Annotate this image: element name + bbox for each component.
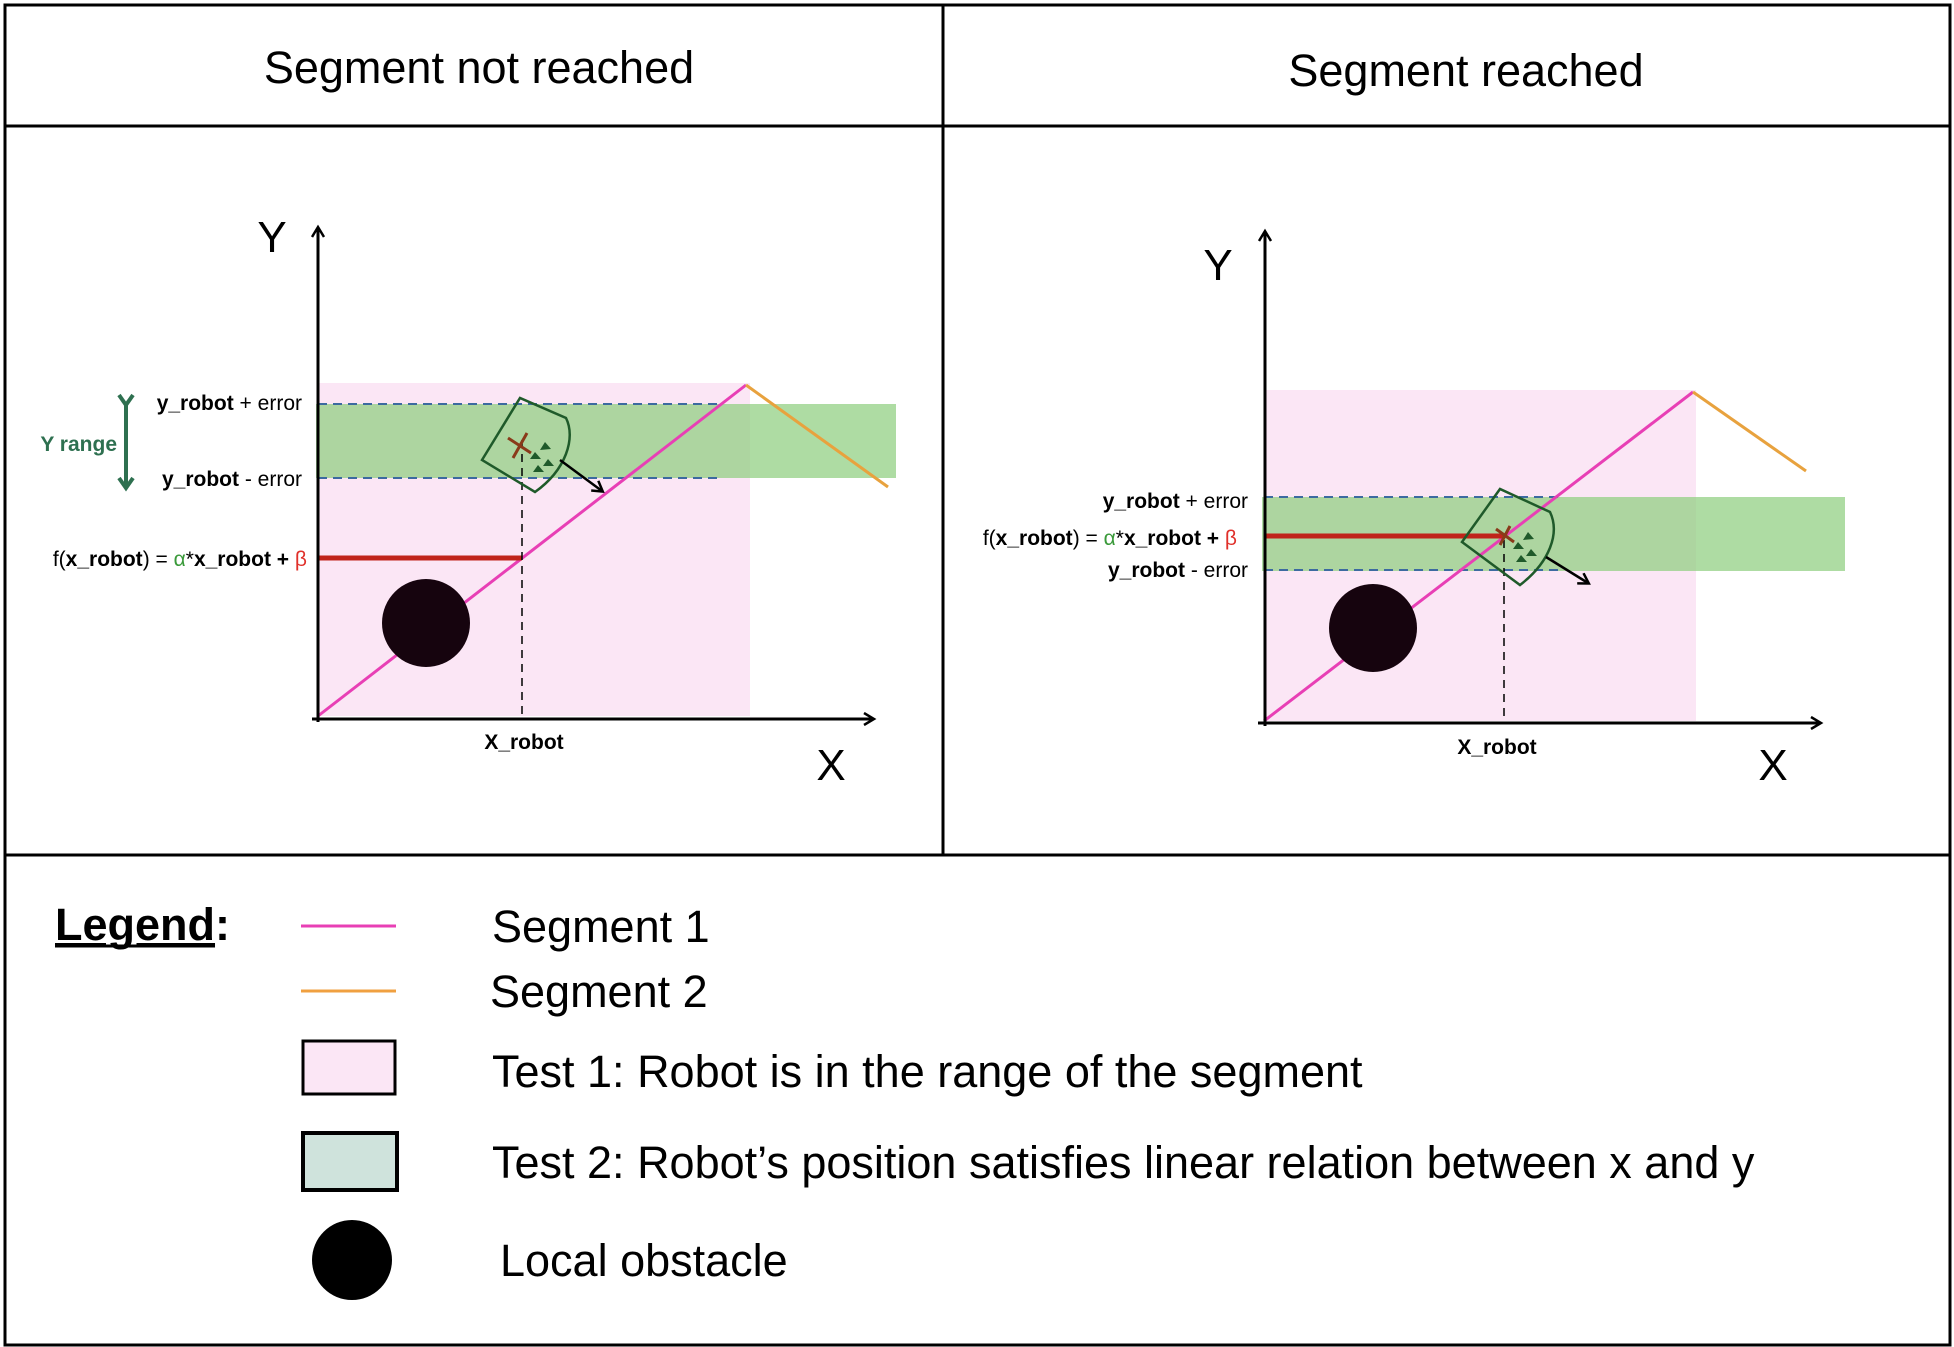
upper-error-label: y_robot + error: [157, 392, 302, 415]
segment-1-line: [317, 383, 747, 718]
f-x-robot-label: f(x_robot) = α*x_robot + β: [53, 548, 307, 571]
segment-2-line: [1692, 390, 1807, 473]
legend-swatch-test-1: [301, 1039, 397, 1096]
x-robot-label: X_robot: [1457, 736, 1536, 759]
legend-label-test-2: Test 2: Robot’s position satisfies linea…: [492, 1137, 1755, 1188]
table-frame: [3, 3, 1952, 1347]
legend-title: Legend:: [55, 899, 230, 950]
left-panel: Y range y_robot + error y_robot - error …: [40, 213, 896, 790]
legend-swatch-obstacle: [312, 1220, 392, 1300]
legend-label-test-1: Test 1: Robot is in the range of the seg…: [492, 1046, 1363, 1097]
robot-icon: [1460, 487, 1588, 587]
legend-label-segment-2: Segment 2: [490, 966, 708, 1017]
segment-2-line: [745, 383, 889, 489]
legend: Legend: Segment 1 Segment 2 Test 1: Robo…: [55, 899, 1755, 1300]
y-range-label: Y range: [40, 433, 117, 456]
y-range-indicator: Y range: [40, 393, 135, 492]
x-robot-label: X_robot: [484, 731, 563, 754]
local-obstacle: [382, 579, 470, 667]
legend-label-obstacle: Local obstacle: [500, 1235, 788, 1286]
y-range-band: [316, 404, 896, 478]
legend-label-segment-1: Segment 1: [492, 901, 710, 952]
header-segment-not-reached: Segment not reached: [264, 42, 694, 93]
y-axis-label: Y: [257, 213, 286, 262]
upper-error-label: y_robot + error: [1103, 490, 1248, 513]
local-obstacle: [1329, 584, 1417, 672]
lower-error-label: y_robot - error: [1108, 559, 1248, 582]
y-axis-label: Y: [1203, 241, 1232, 290]
robot-icon: [480, 396, 602, 494]
x-axis-label: X: [1758, 741, 1787, 790]
legend-swatch-test-2: [301, 1131, 399, 1192]
x-axis-label: X: [816, 741, 845, 790]
lower-error-label: y_robot - error: [162, 468, 302, 491]
f-x-robot-label: f(x_robot) = α*x_robot + β: [983, 527, 1237, 550]
header-segment-reached: Segment reached: [1288, 45, 1643, 96]
segment-1-line: [1263, 390, 1694, 723]
right-panel: y_robot + error f(x_robot) = α*x_robot +…: [983, 232, 1845, 790]
